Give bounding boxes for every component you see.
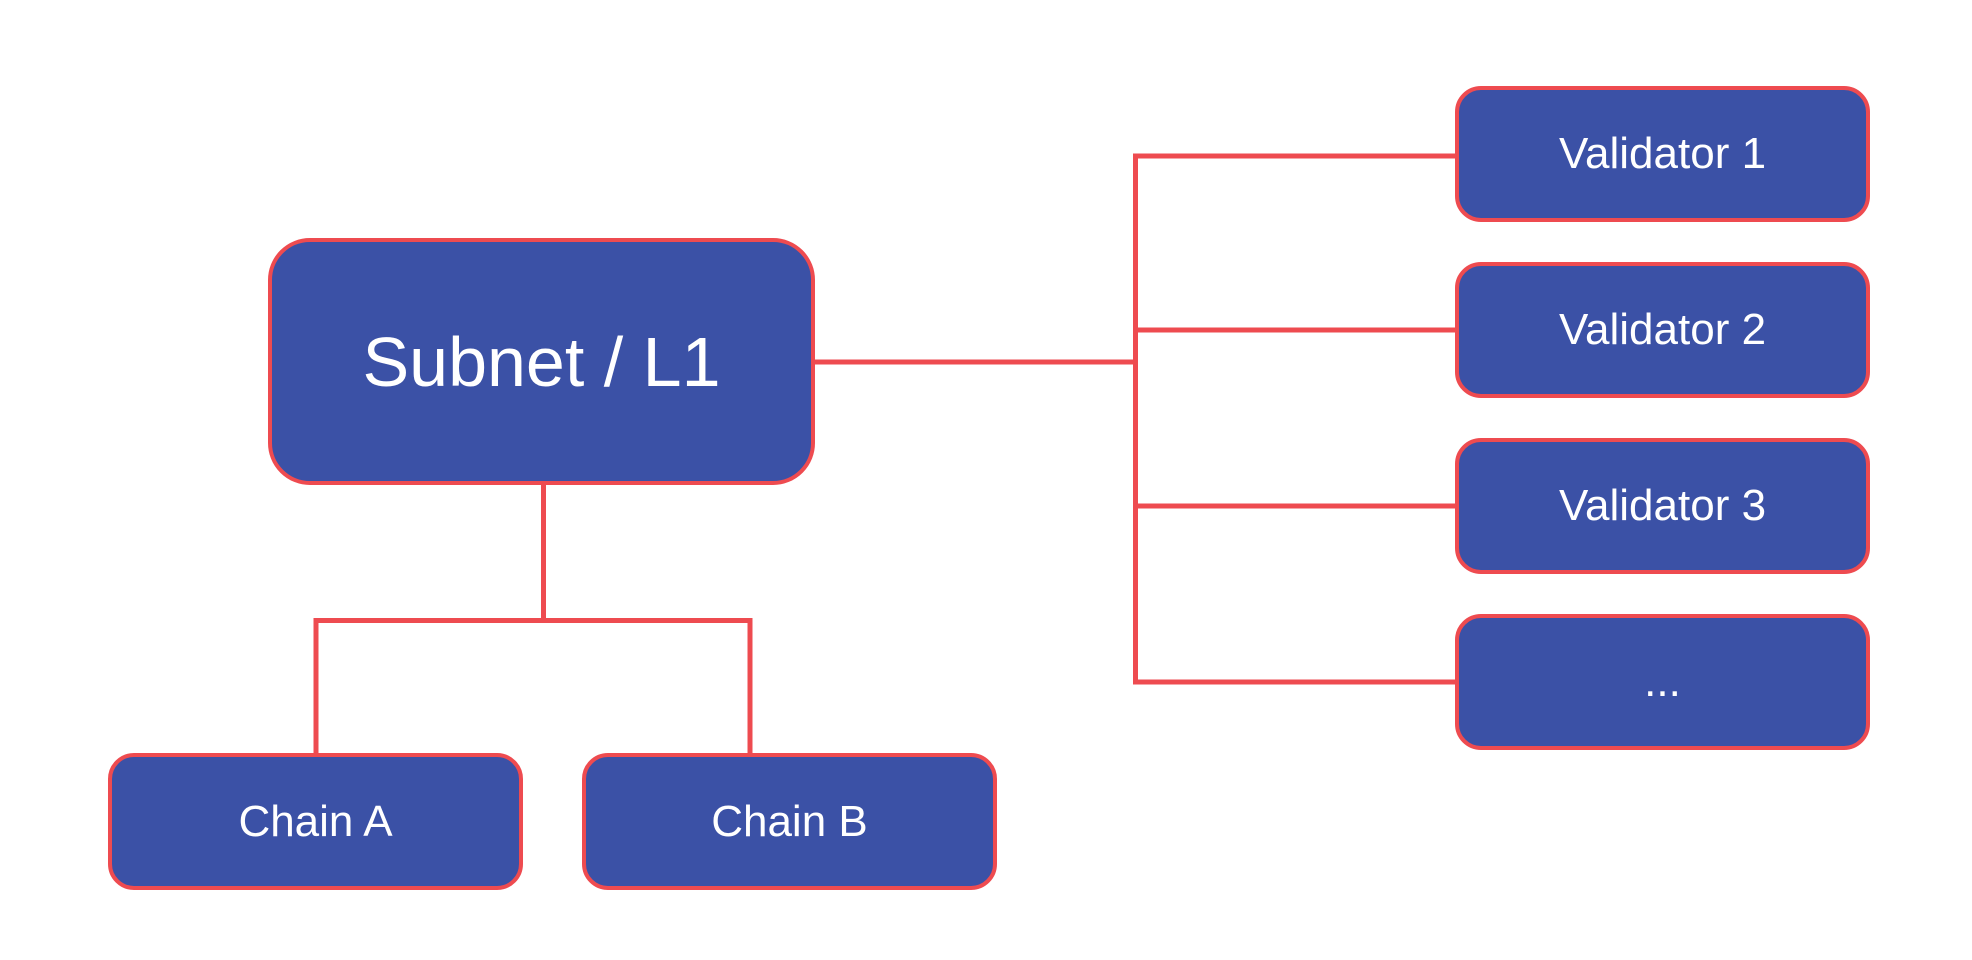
node-validator-1-label: Validator 1 [1558, 129, 1767, 178]
node-validator-1: Validator 1 [1455, 86, 1870, 222]
node-subnet-label: Subnet / L1 [362, 322, 721, 401]
node-chain-b: Chain B [582, 753, 997, 890]
node-validator-more-label: ... [1644, 657, 1681, 706]
node-chain-b-label: Chain B [711, 796, 868, 846]
node-validator-2: Validator 2 [1455, 262, 1870, 398]
node-subnet: Subnet / L1 [268, 238, 815, 485]
edge-to-chains [313, 618, 753, 753]
node-validator-more: ... [1455, 614, 1870, 750]
node-validator-2-label: Validator 2 [1558, 305, 1767, 354]
edge-trunk-validators [1133, 153, 1455, 685]
node-validator-3: Validator 3 [1455, 438, 1870, 574]
node-validator-3-label: Validator 3 [1558, 481, 1767, 530]
node-chain-a: Chain A [108, 753, 523, 890]
node-chain-a-label: Chain A [238, 796, 393, 846]
